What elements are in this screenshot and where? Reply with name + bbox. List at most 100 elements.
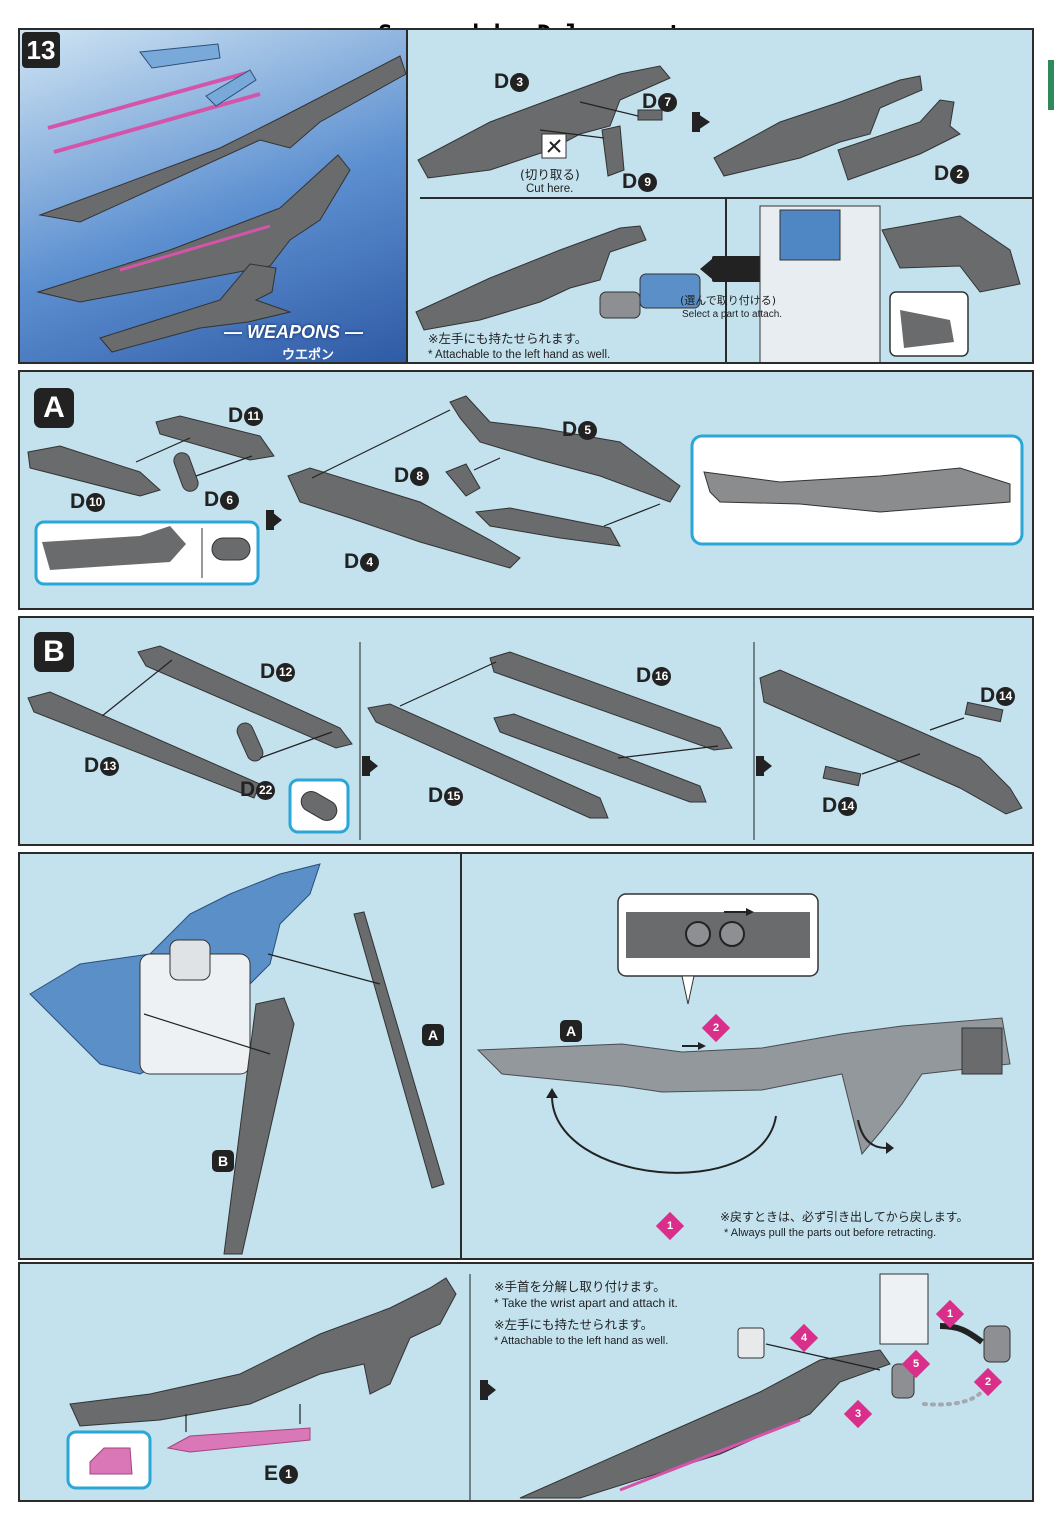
step13-illustrations	[36, 43, 1032, 362]
assembly-arrow	[473, 457, 501, 471]
assembly-arrow	[603, 503, 661, 527]
inset-part	[42, 526, 186, 570]
assembly-arrow	[617, 745, 719, 759]
cut-here-en: Cut here.	[526, 183, 574, 195]
slide-arrow-head	[746, 908, 754, 916]
part-d8	[445, 463, 481, 497]
part-d4	[287, 467, 521, 569]
retract-arc	[551, 1095, 777, 1174]
forearm-part	[639, 273, 701, 309]
assembly-arrow	[135, 437, 191, 463]
rifle-body-d3	[713, 75, 923, 177]
label-a: A	[422, 1024, 444, 1046]
rifle-body-d3	[417, 65, 671, 179]
assembly-arrow	[143, 1013, 271, 1055]
retract-panel: A 2 1 ※戻すときは、必ず引き出してから戻します。 * Always pul…	[460, 852, 1034, 1260]
remove-arrow	[939, 1323, 984, 1345]
callout-part	[626, 912, 810, 958]
weapon-sword	[36, 154, 351, 303]
next-arrow-icon	[266, 510, 274, 530]
retract-note-en: * Always pull the parts out before retra…	[724, 1227, 937, 1239]
label-b: B	[212, 1150, 234, 1172]
assembly-arrow	[579, 101, 639, 117]
suit-shoulder	[779, 209, 841, 261]
sword-held	[519, 1349, 891, 1499]
part-d13	[27, 691, 261, 799]
assembly-arrow	[539, 129, 605, 139]
part-d22	[236, 722, 264, 762]
wrist-note-en: * Take the wrist apart and attach it.	[494, 1296, 678, 1310]
weapon-rifle	[99, 263, 292, 353]
part-d15-half	[493, 713, 707, 803]
part-d9	[601, 125, 625, 177]
callout-pointer	[681, 975, 695, 1005]
next-arrow-icon	[486, 1382, 496, 1398]
assembly-arrow	[267, 953, 381, 985]
part-d15	[367, 703, 609, 819]
step13-panel: 13 —	[18, 28, 1034, 364]
next-arrow-icon	[362, 756, 370, 776]
left-hand-note-en: * Attachable to the left hand as well.	[428, 349, 611, 361]
next-arrow-icon	[368, 758, 378, 774]
assembly-arrow	[259, 731, 333, 759]
next-arrow-icon	[480, 1380, 488, 1400]
assembly-arrow	[765, 1343, 881, 1371]
part-d7	[637, 109, 663, 121]
sword-edge	[119, 224, 271, 272]
left-arrow-icon	[700, 259, 712, 279]
assembled-blade-b	[759, 669, 1023, 815]
wrist-note-jp: ※手首を分解し取り付けます。	[494, 1279, 666, 1294]
callout-hole	[685, 921, 711, 947]
retract-note-jp: ※戻すときは、必ず引き出してから戻します。	[720, 1210, 969, 1224]
part-d16	[489, 651, 733, 751]
weapons-title: — WEAPONS —	[224, 322, 364, 342]
part-d14	[964, 701, 1004, 723]
rifle-assembled	[415, 225, 647, 331]
part-d14	[822, 765, 862, 787]
select-part-icon	[712, 256, 762, 282]
hand-part	[599, 291, 641, 319]
step-number-badge: 13	[22, 32, 60, 68]
saber-hilt	[205, 69, 257, 107]
assembly-arrow	[101, 659, 173, 717]
next-arrow-icon	[692, 112, 700, 132]
attach-panel: A B	[18, 852, 464, 1260]
part-d6	[173, 452, 199, 492]
assembly-arrow	[195, 455, 253, 477]
suit-forearm	[879, 1273, 929, 1345]
blade-b	[223, 997, 295, 1255]
step-badge-a: A	[34, 388, 74, 428]
hand-part	[983, 1325, 1011, 1363]
weapon-long-rifle	[38, 55, 407, 223]
part-d11	[155, 415, 275, 461]
inset-assembled-part	[703, 467, 1011, 513]
left-hand-note-jp: ※左手にも持たせられます。	[494, 1317, 654, 1332]
retract-illustrations	[476, 893, 1011, 1174]
next-arrow-icon	[756, 756, 764, 776]
label-a: A	[560, 1020, 582, 1042]
select-part-jp: (選んで取り付ける)	[680, 294, 777, 307]
step-badge-b: B	[34, 632, 74, 672]
stepA-illustrations	[27, 395, 1024, 586]
rifle-held	[881, 215, 1021, 293]
inset-part-e1	[89, 1447, 133, 1475]
final-illustrations	[66, 1273, 1011, 1500]
next-arrow-icon	[762, 758, 772, 774]
stepB-illustrations	[27, 642, 1023, 840]
